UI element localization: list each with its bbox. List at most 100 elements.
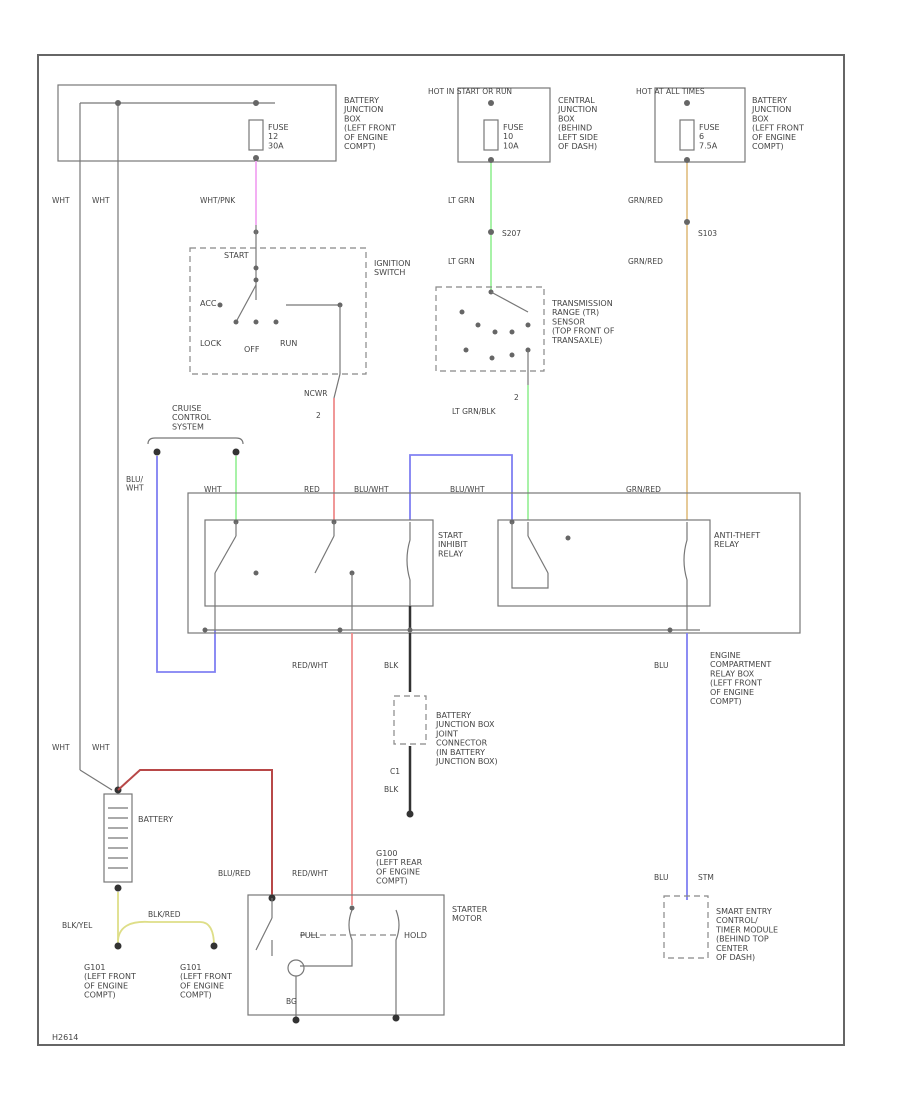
fuse-10-dot-top: [488, 100, 494, 106]
label-lt-grn-1: LT GRN: [448, 196, 475, 205]
battery-body: [103, 793, 133, 883]
starter-hold-coil: [395, 909, 400, 1018]
relay-bus-dot-3: [407, 627, 413, 633]
starter-hold-label: HOLD: [404, 931, 427, 940]
starter-switch-arm: [255, 917, 273, 951]
label-grn-red-1: GRN/RED: [628, 196, 663, 205]
label-relay-red: RED: [304, 485, 320, 494]
ignition-switch-outline: [189, 247, 367, 375]
label-blk-yel: BLK/YEL: [62, 921, 93, 930]
central-junction-box-outline: [457, 87, 551, 163]
label-relay-grnred: GRN/RED: [626, 485, 661, 494]
cruise-pin-left: [153, 448, 161, 456]
relay-switch-b-arm: [314, 535, 335, 574]
ign-run-label: RUN: [280, 339, 297, 348]
fuse-6-box: [679, 119, 695, 151]
fuse-10-dot-bottom: [488, 157, 494, 163]
ground-g101-a: [114, 942, 122, 950]
label-blk-1: BLK: [384, 661, 399, 670]
fuse-12-dot-top: [253, 100, 259, 106]
label-stm: STM: [698, 873, 714, 882]
tr-contact-6: [525, 322, 531, 328]
wht-junction-dot: [115, 100, 121, 106]
relay-contact-a2: [253, 570, 259, 576]
label-red-wht-1: RED/WHT: [292, 661, 328, 670]
starter-motor-symbol: [287, 959, 305, 977]
relay-coil-start: [406, 522, 411, 606]
ign-start-label: START: [224, 251, 249, 260]
bjb-joint-connector-box: [393, 695, 427, 745]
tr-contact-2: [459, 309, 465, 315]
label-blk-2: BLK: [384, 785, 399, 794]
relay-bus-dot-2: [337, 627, 343, 633]
ign-off-label: OFF: [244, 345, 260, 354]
label-grn-red-2: GRN/RED: [628, 257, 663, 266]
label-wht-1: WHT: [52, 196, 70, 205]
fuse-6-dot-bottom: [684, 157, 690, 163]
tr-contact-9: [509, 352, 515, 358]
label-relay-bluwht-1: BLU/WHT: [354, 485, 389, 494]
ign-lock-label: LOCK: [200, 339, 222, 348]
label-relay-wht: WHT: [204, 485, 222, 494]
start-inhibit-relay-box: [204, 519, 434, 607]
ign-contact-off: [253, 319, 259, 325]
fuse-10-box: [483, 119, 499, 151]
label-blu-1: BLU: [654, 661, 668, 670]
label-s207: S207: [502, 229, 521, 238]
tr-contact-4: [492, 329, 498, 335]
ign-acc-label: ACC: [200, 299, 217, 308]
label-red-wht-2: RED/WHT: [292, 869, 328, 878]
tr-contact-8: [489, 355, 495, 361]
diagram-code: H2614: [52, 1033, 78, 1042]
wire-blu-wht-loop: [409, 454, 513, 520]
label-wht-2: WHT: [92, 196, 110, 205]
splice-s207: [488, 229, 494, 235]
battery-junction-box-outline: [57, 84, 337, 162]
fuse-12-box: [248, 119, 264, 151]
label-c1: C1: [390, 767, 400, 776]
starter-pull-label: PULL: [300, 931, 320, 940]
cruise-pin-right: [232, 448, 240, 456]
tr-contact-7: [463, 347, 469, 353]
tr-contact-5: [509, 329, 515, 335]
fuse-12-dot-bottom: [253, 155, 259, 161]
label-pin-2-ign: 2: [316, 411, 321, 420]
starter-ground-b: [392, 1014, 400, 1022]
ign-contact-2: [253, 277, 259, 283]
tr-sensor-outline: [435, 286, 545, 372]
label-lt-grn-2: LT GRN: [448, 257, 475, 266]
tr-contact-3: [475, 322, 481, 328]
battery-junction-2-hot-label: HOT AT ALL TIMES: [636, 87, 705, 96]
wire-ign-out: [333, 373, 341, 399]
label-blu-red: BLU/RED: [218, 869, 251, 878]
battery-junction-box-2-outline: [654, 87, 746, 163]
starter-ground-a: [292, 1016, 300, 1024]
label-wht-3: WHT: [52, 743, 70, 752]
starter-motor-outline: [247, 894, 445, 1016]
ign-contact-lock: [233, 319, 239, 325]
battery-negative-terminal: [114, 884, 122, 892]
label-pin-2-tr: 2: [514, 393, 519, 402]
label-blu-2: BLU: [654, 873, 668, 882]
label-s103: S103: [698, 229, 717, 238]
ign-lever: [235, 284, 257, 323]
ign-contact-1: [253, 265, 259, 271]
smart-entry-module-box: [663, 895, 709, 959]
ground-g101-b: [210, 942, 218, 950]
cruise-control-bracket: [147, 437, 244, 445]
label-blu-wht-left: BLU/WHT: [126, 475, 144, 493]
ign-contact-run: [273, 319, 279, 325]
